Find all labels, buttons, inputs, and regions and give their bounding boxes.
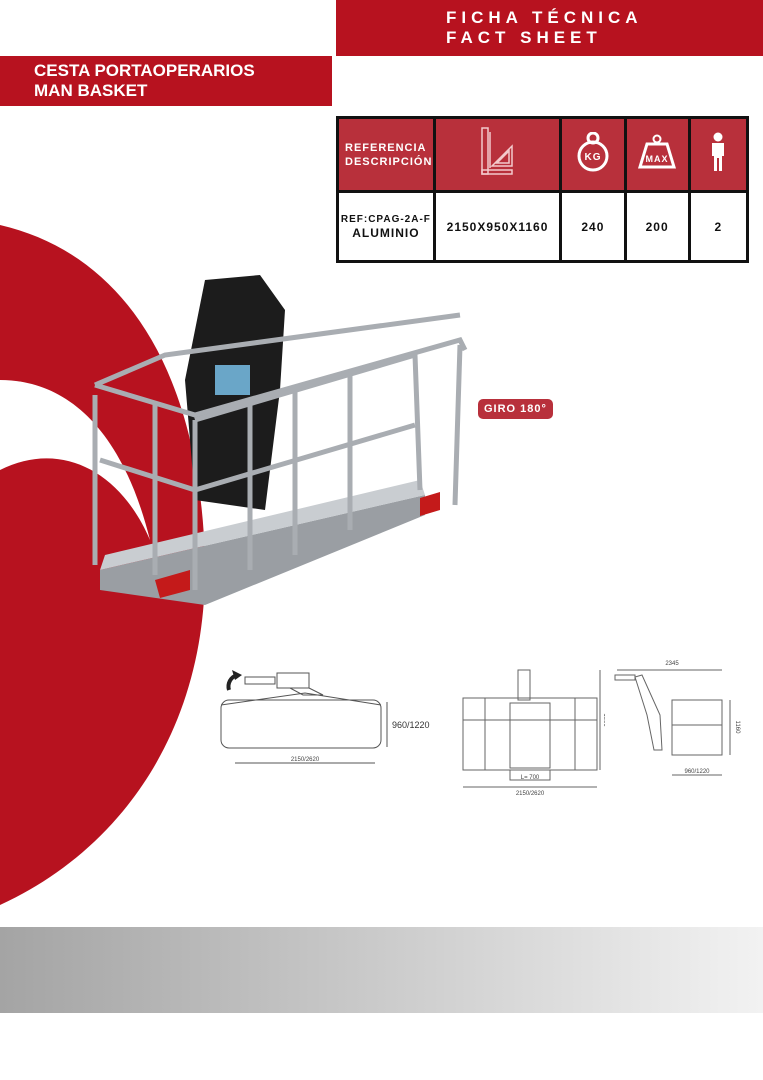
header-label-referencia: REFERENCIA [345, 141, 427, 154]
svg-text:L= 700: L= 700 [521, 775, 540, 781]
man-basket-photo [92, 275, 468, 605]
svg-text:MAX: MAX [646, 154, 669, 164]
svg-text:2150/2620: 2150/2620 [516, 791, 545, 797]
header-line-2: FACT SHEET [446, 28, 602, 47]
header-line-1: FICHA TÉCNICA [446, 8, 643, 27]
footer-band [0, 927, 763, 1013]
svg-text:2345: 2345 [665, 661, 679, 667]
person-icon [712, 132, 725, 171]
reference-code: REF:CPAG-2A-F [340, 214, 431, 225]
product-title: CESTA PORTAOPERARIOS MAN BASKET [0, 56, 332, 106]
header-cell-persons [687, 116, 750, 193]
cell-dimensions: 2150X950X1160 [432, 190, 563, 263]
svg-text:1600: 1600 [602, 713, 605, 727]
fact-sheet-header: FICHA TÉCNICA FACT SHEET [336, 0, 763, 56]
cell-persons: 2 [687, 190, 750, 263]
header-cell-max-load: MAX [623, 116, 691, 193]
side-view-drawing: 2345 1160 960/1220 [614, 661, 740, 776]
title-line-1: CESTA PORTAOPERARIOS [34, 61, 255, 80]
svg-text:1160: 1160 [734, 721, 740, 735]
top-depth-label: 960/1220 [392, 720, 430, 730]
kettlebell-kg-icon: KG [577, 131, 609, 172]
header-cell-dimensions [432, 116, 563, 193]
rotation-badge: GIRO 180° [478, 399, 553, 419]
header-label-descripcion: DESCRIPCIÓN [345, 155, 433, 168]
svg-text:2150/2620: 2150/2620 [291, 757, 320, 763]
front-view-drawing: 1600 L= 700 2150/2620 [462, 669, 605, 797]
cell-weight: 240 [559, 190, 627, 263]
weight-max-icon: MAX [638, 134, 677, 169]
header-cell-weight: KG [559, 116, 627, 193]
ruler-square-icon [480, 127, 513, 175]
top-view-drawing: 2150/2620 960/1220 [220, 670, 430, 764]
cell-max-load: 200 [623, 190, 691, 263]
svg-text:960/1220: 960/1220 [684, 769, 710, 775]
material-description: ALUMINIO [352, 226, 420, 240]
svg-text:KG: KG [584, 152, 601, 163]
title-line-2: MAN BASKET [34, 81, 148, 100]
